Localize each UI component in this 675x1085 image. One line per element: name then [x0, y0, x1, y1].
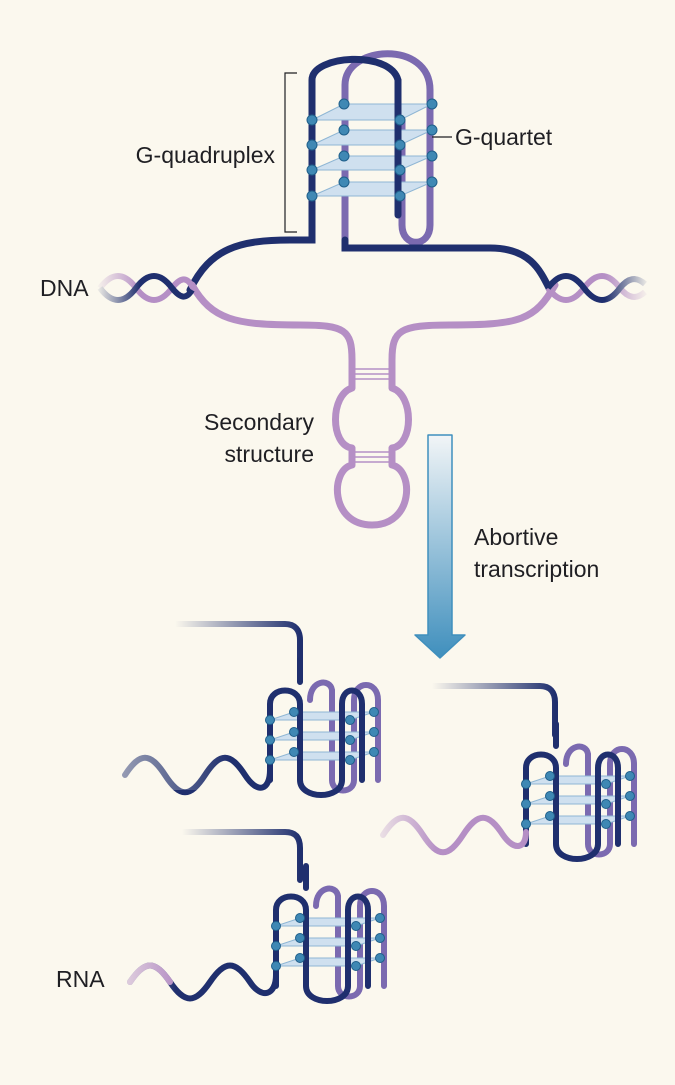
- rna-g-quadruplex-3: [179, 829, 385, 1001]
- abortive-transcription-label-line1: Abortive: [474, 524, 559, 550]
- secondary-structure-label-line1: Secondary: [204, 409, 314, 435]
- down-arrow-icon: [414, 434, 466, 659]
- g-quadruplex-label: G-quadruplex: [135, 142, 275, 168]
- g-quadruplex-icon: [284, 50, 452, 246]
- rna-g-quadruplex-2: [378, 683, 635, 859]
- rna-label: RNA: [56, 966, 105, 992]
- dna-helix-icon: [95, 268, 650, 308]
- hairpin-loop-icon: [188, 281, 559, 529]
- secondary-structure-label-line2: structure: [224, 441, 314, 467]
- dna-label: DNA: [40, 275, 89, 301]
- rna-g-quadruplex-1: [120, 621, 379, 795]
- rna-wave-icon: [126, 955, 279, 1002]
- abortive-transcription-label-line2: transcription: [474, 556, 600, 582]
- g-quartet-label: G-quartet: [455, 124, 553, 150]
